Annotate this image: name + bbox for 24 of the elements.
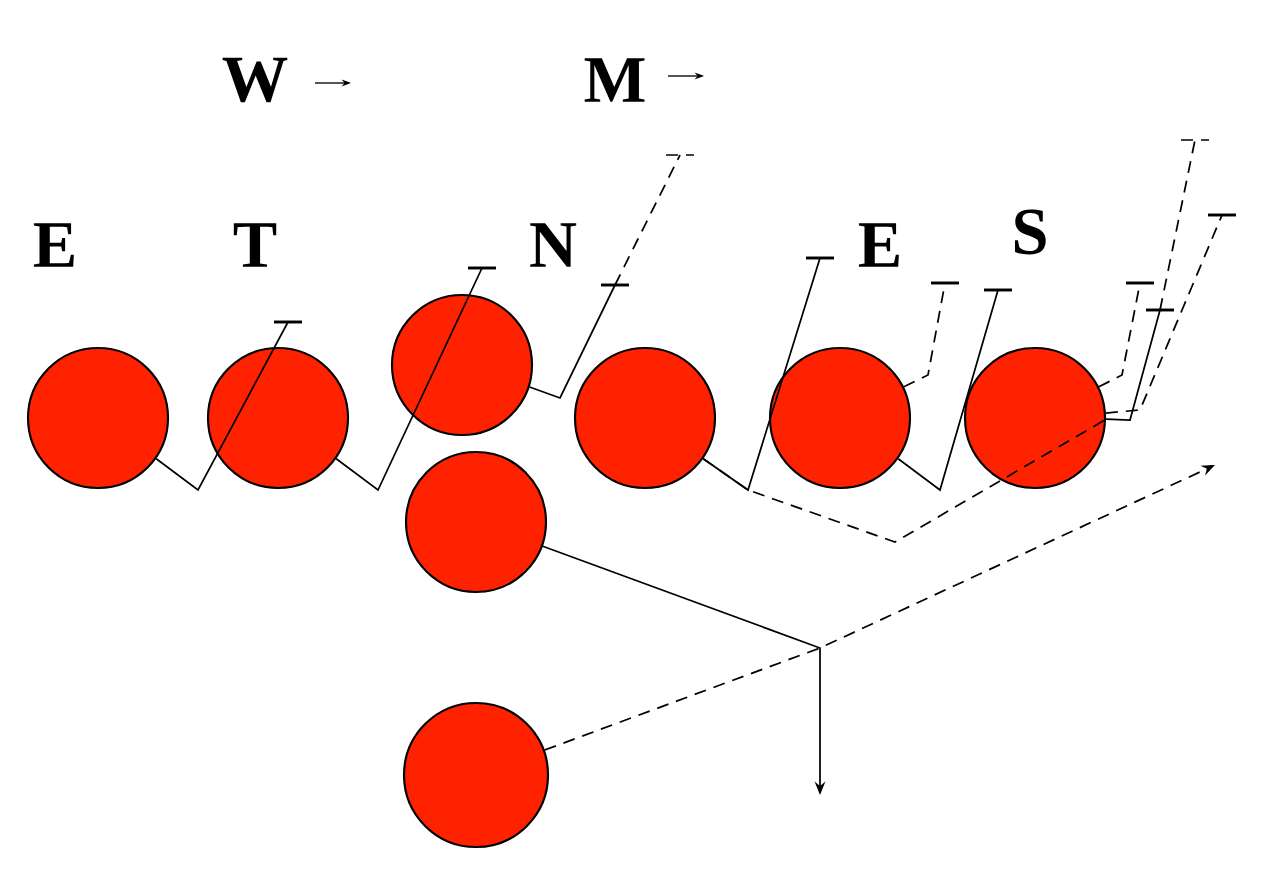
route-line	[155, 320, 302, 492]
player-circle	[26, 346, 170, 490]
route-line	[897, 288, 1012, 492]
player-circle	[404, 450, 548, 594]
position-letter: E	[858, 223, 899, 267]
position-letter: M	[584, 58, 645, 102]
route-line	[528, 283, 629, 400]
player-circle	[390, 293, 534, 437]
player-circle	[573, 346, 717, 490]
route-line	[1098, 281, 1154, 388]
route-line	[335, 266, 496, 492]
position-letter: S	[1015, 209, 1046, 255]
route-line	[903, 281, 959, 388]
position-letter: T	[233, 223, 277, 267]
route-line	[1105, 213, 1236, 414]
player-circle	[963, 346, 1107, 490]
route-line	[1105, 308, 1174, 421]
position-letter: W	[222, 57, 288, 103]
route-line	[702, 418, 1107, 543]
position-letter: N	[530, 223, 577, 267]
player-circle	[768, 346, 912, 490]
player-circle	[402, 701, 550, 849]
player-circle	[206, 346, 350, 490]
position-letter: E	[33, 223, 74, 267]
